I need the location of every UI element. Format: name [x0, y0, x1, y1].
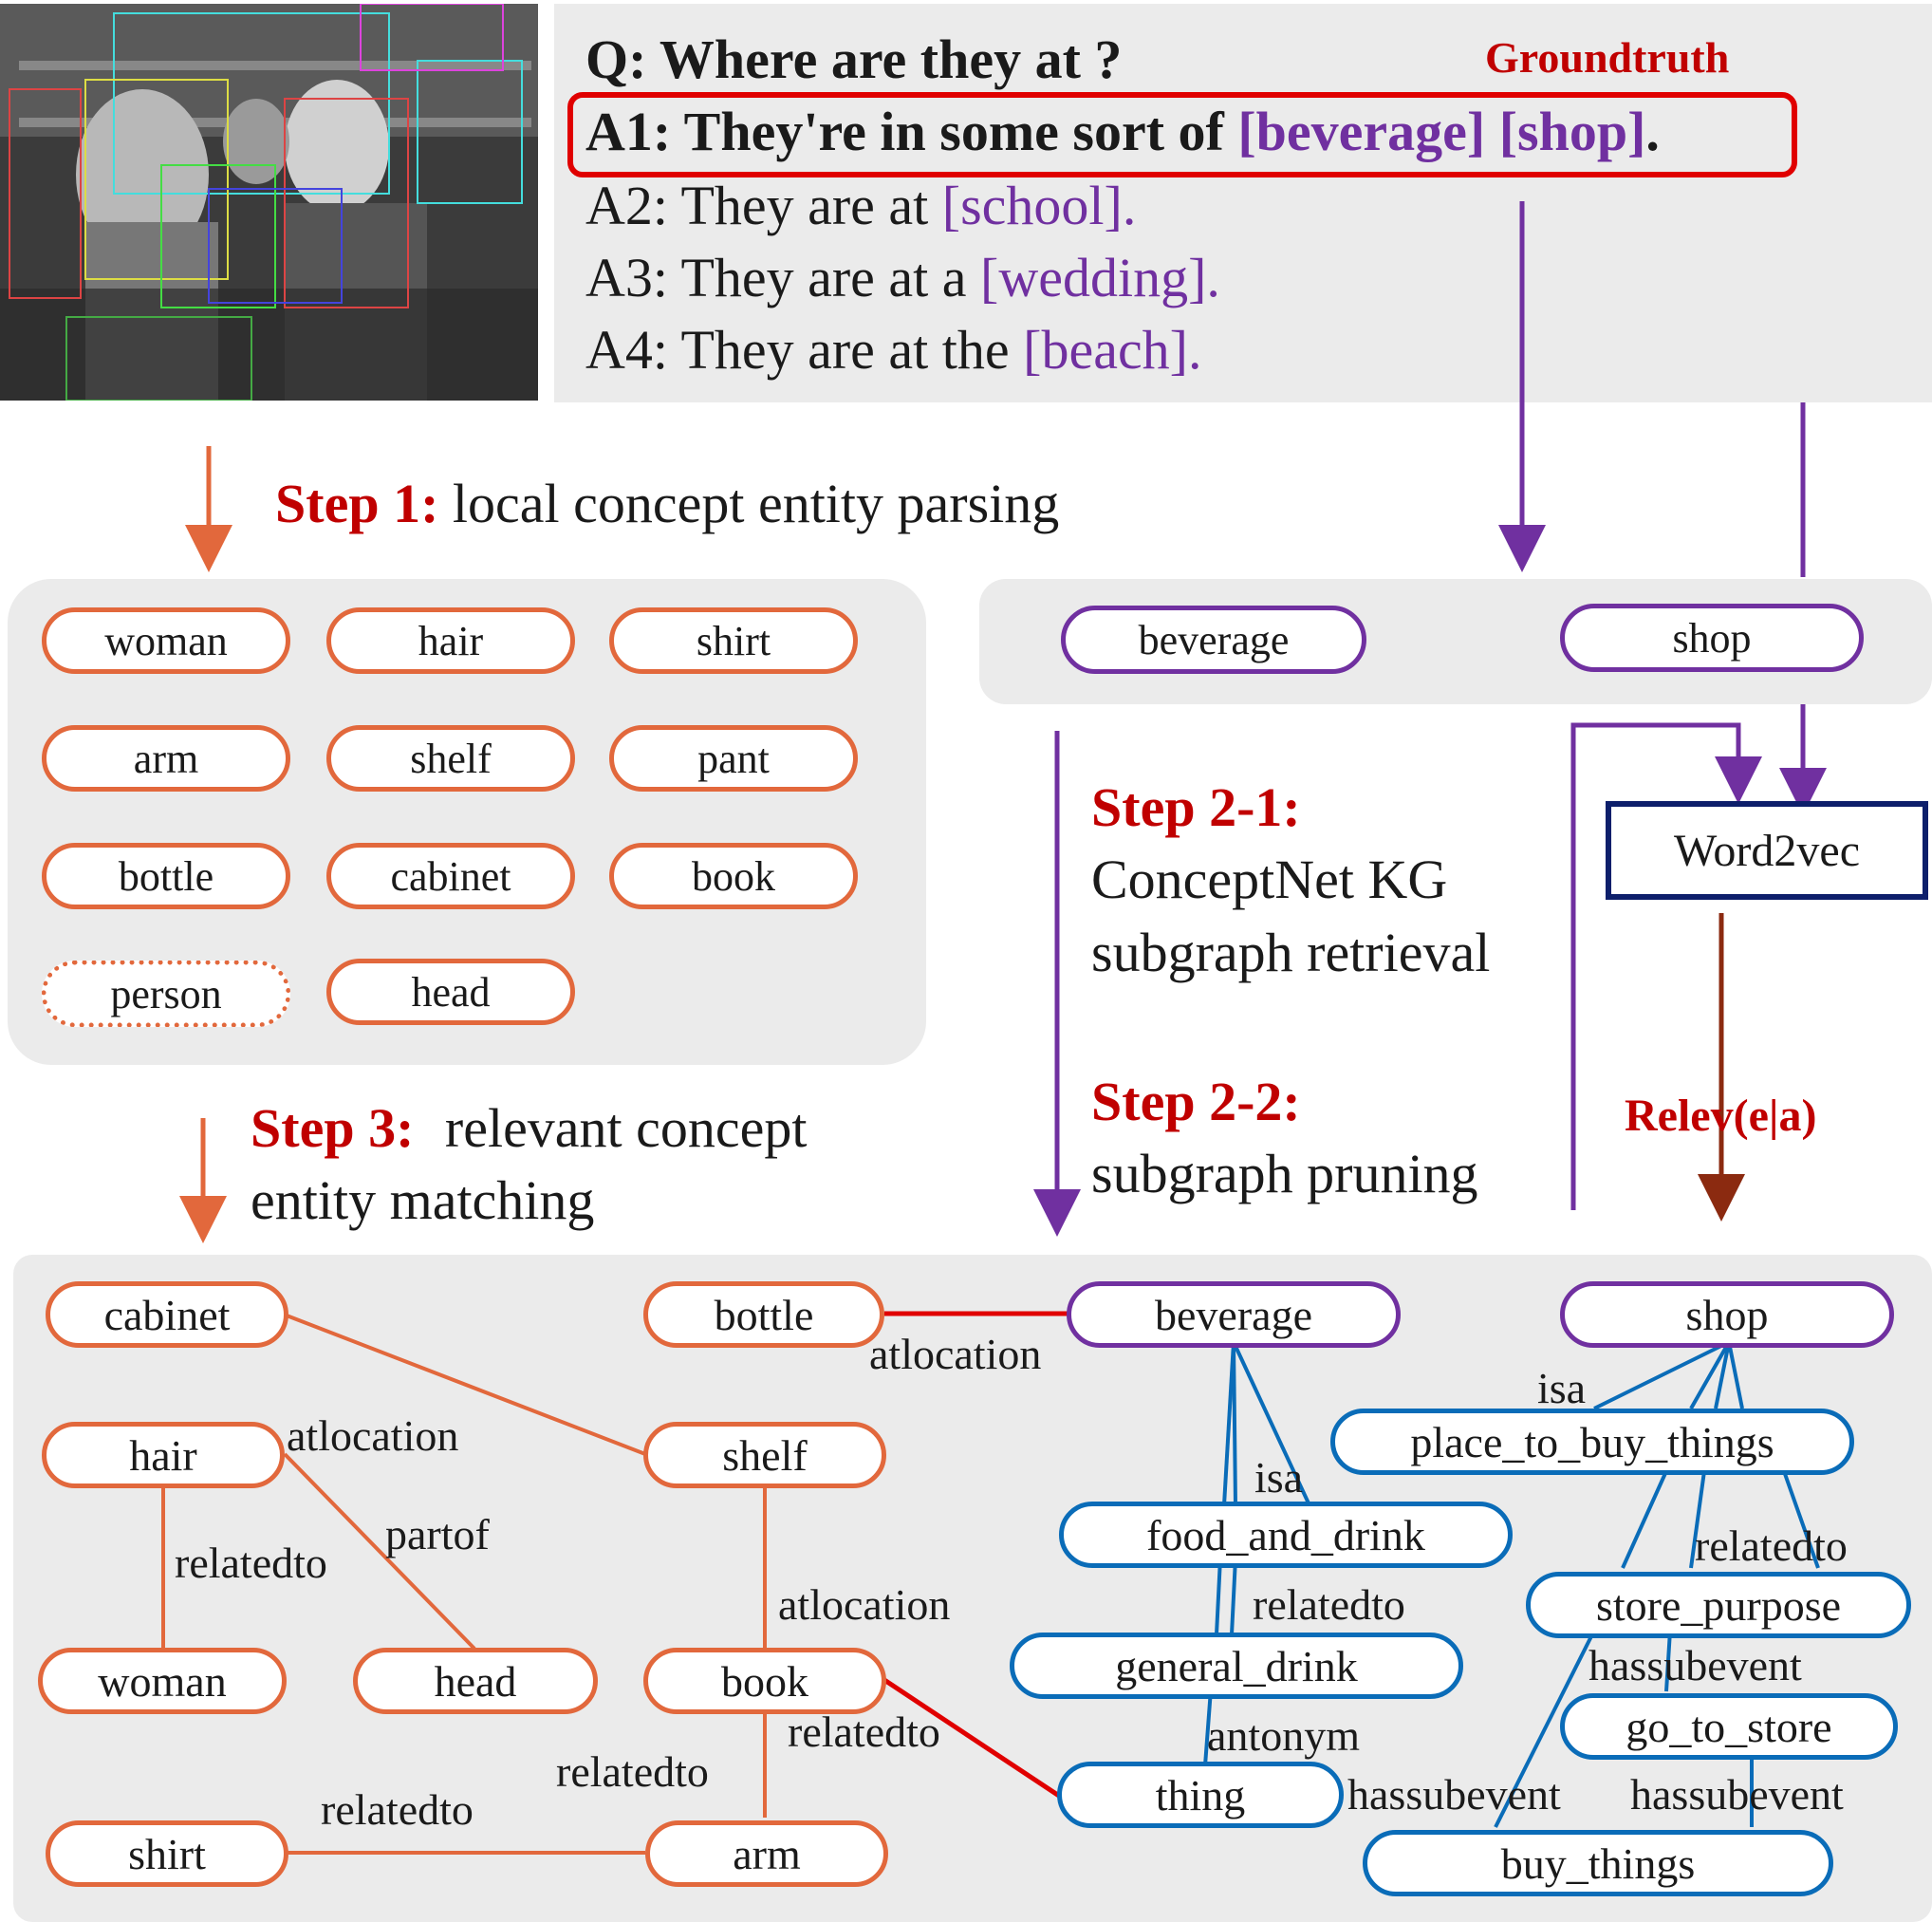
- graph-node-cabinet: cabinet: [46, 1281, 288, 1348]
- local-entity-cabinet: cabinet: [326, 843, 575, 909]
- step3-title: Step 3: relevant concept: [251, 1101, 808, 1156]
- local-entity-book: book: [609, 843, 858, 909]
- edge-label-hassubevent-1: hassubevent: [1347, 1770, 1561, 1819]
- step21-label: Step 2-1:: [1091, 776, 1301, 838]
- a2-entity: [school].: [941, 175, 1137, 236]
- graph-node-book: book: [643, 1648, 886, 1714]
- edge-label-relatedto-shirt: relatedto: [321, 1785, 474, 1834]
- edge-label-hassubevent-store: hassubevent: [1588, 1641, 1802, 1689]
- word2vec-label: Word2vec: [1673, 825, 1861, 876]
- answer-a1: A1: They're in some sort of [beverage] […: [585, 104, 1660, 159]
- a4-prefix: A4: They are at the: [585, 319, 1010, 381]
- local-entity-hair: hair: [326, 607, 575, 674]
- local-entity-pant: pant: [609, 725, 858, 792]
- edge-label-relatedto-arm: relatedto: [556, 1747, 709, 1796]
- edge-label-isa-beverage: isa: [1254, 1453, 1304, 1502]
- a2-prefix: A2: They are at: [585, 175, 929, 236]
- local-entity-woman: woman: [42, 607, 290, 674]
- word2vec-box: Word2vec: [1606, 801, 1928, 900]
- edge-label-isa-shop: isa: [1537, 1364, 1587, 1412]
- edge-label-hassubevent-2: hassubevent: [1630, 1770, 1844, 1819]
- edge-label-atlocation-hair: atlocation: [287, 1411, 459, 1460]
- edge-label-atlocation-bottle: atlocation: [869, 1330, 1042, 1378]
- answer-entity-beverage: beverage: [1061, 606, 1366, 674]
- step21-line2: subgraph retrieval: [1091, 922, 1491, 983]
- local-entity-arm: arm: [42, 725, 290, 792]
- answer-a2: A2: They are at [school].: [585, 178, 1136, 233]
- graph-node-buy-things: buy_things: [1363, 1830, 1833, 1896]
- step1-label: Step 1:: [275, 473, 439, 534]
- graph-node-head: head: [353, 1648, 598, 1714]
- graph-node-place-to-buy-things: place_to_buy_things: [1330, 1409, 1854, 1475]
- step22-label: Step 2-2:: [1091, 1071, 1301, 1132]
- local-entity-shelf: shelf: [326, 725, 575, 792]
- qa-panel: [554, 4, 1932, 402]
- graph-to-word2vec-arrow: [1570, 722, 1762, 1210]
- graph-node-woman: woman: [38, 1648, 287, 1714]
- question-text: Q: Where are they at ?: [585, 28, 1123, 90]
- edge-label-relatedto-food: relatedto: [1253, 1580, 1405, 1629]
- relev-label: Relev(e|a): [1625, 1091, 1817, 1141]
- step3-label: Step 3:: [251, 1097, 415, 1159]
- a3-entity: [wedding].: [980, 247, 1220, 308]
- a3-prefix: A3: They are at a: [585, 247, 967, 308]
- graph-node-food-and-drink: food_and_drink: [1059, 1502, 1513, 1568]
- edge-label-relatedto-place: relatedto: [1695, 1521, 1848, 1570]
- graph-node-go-to-store: go_to_store: [1560, 1693, 1898, 1760]
- scene-image: [0, 4, 538, 401]
- a4-entity: [beach].: [1023, 319, 1202, 381]
- edge-label-relatedto-hair: relatedto: [175, 1539, 327, 1587]
- a1-entity-shop: [shop]: [1498, 101, 1646, 162]
- graph-node-store-purpose: store_purpose: [1526, 1572, 1911, 1638]
- step21-line1: ConceptNet KG: [1091, 849, 1448, 910]
- local-entity-head: head: [326, 959, 575, 1025]
- graph-node-general-drink: general_drink: [1010, 1633, 1463, 1699]
- edge-label-relatedto-book: relatedto: [788, 1707, 940, 1756]
- answer-a4: A4: They are at the [beach].: [585, 323, 1202, 378]
- graph-node-shirt: shirt: [46, 1820, 288, 1887]
- local-entity-shirt: shirt: [609, 607, 858, 674]
- edge-label-partof: partof: [385, 1510, 490, 1558]
- step22-text: subgraph pruning: [1091, 1143, 1478, 1204]
- step3-line2: entity matching: [251, 1169, 595, 1231]
- graph-node-beverage: beverage: [1067, 1281, 1401, 1348]
- step3-line1: relevant concept: [444, 1097, 808, 1159]
- step1-title: Step 1: local concept entity parsing: [275, 476, 1059, 532]
- detection-boxes: [0, 4, 538, 401]
- groundtruth-highlight-box: [567, 92, 1797, 177]
- graph-node-thing: thing: [1057, 1762, 1344, 1828]
- local-entity-person: person: [42, 961, 290, 1027]
- groundtruth-label: Groundtruth: [1485, 33, 1730, 82]
- edge-label-atlocation-shelf: atlocation: [778, 1580, 951, 1629]
- graph-node-arm: arm: [645, 1820, 888, 1887]
- edge-label-antonym: antonym: [1207, 1711, 1360, 1760]
- a1-prefix: A1: They're in some sort of: [585, 101, 1224, 162]
- step1-text: local concept entity parsing: [452, 473, 1060, 534]
- graph-node-shelf: shelf: [643, 1422, 886, 1488]
- graph-node-shop: shop: [1560, 1281, 1894, 1348]
- answer-a3: A3: They are at a [wedding].: [585, 251, 1220, 306]
- graph-node-hair: hair: [42, 1422, 285, 1488]
- local-entity-bottle: bottle: [42, 843, 290, 909]
- graph-node-bottle: bottle: [643, 1281, 884, 1348]
- answer-entity-shop: shop: [1560, 604, 1864, 672]
- a1-suffix: .: [1645, 101, 1660, 162]
- a1-entity-beverage: [beverage]: [1237, 101, 1486, 162]
